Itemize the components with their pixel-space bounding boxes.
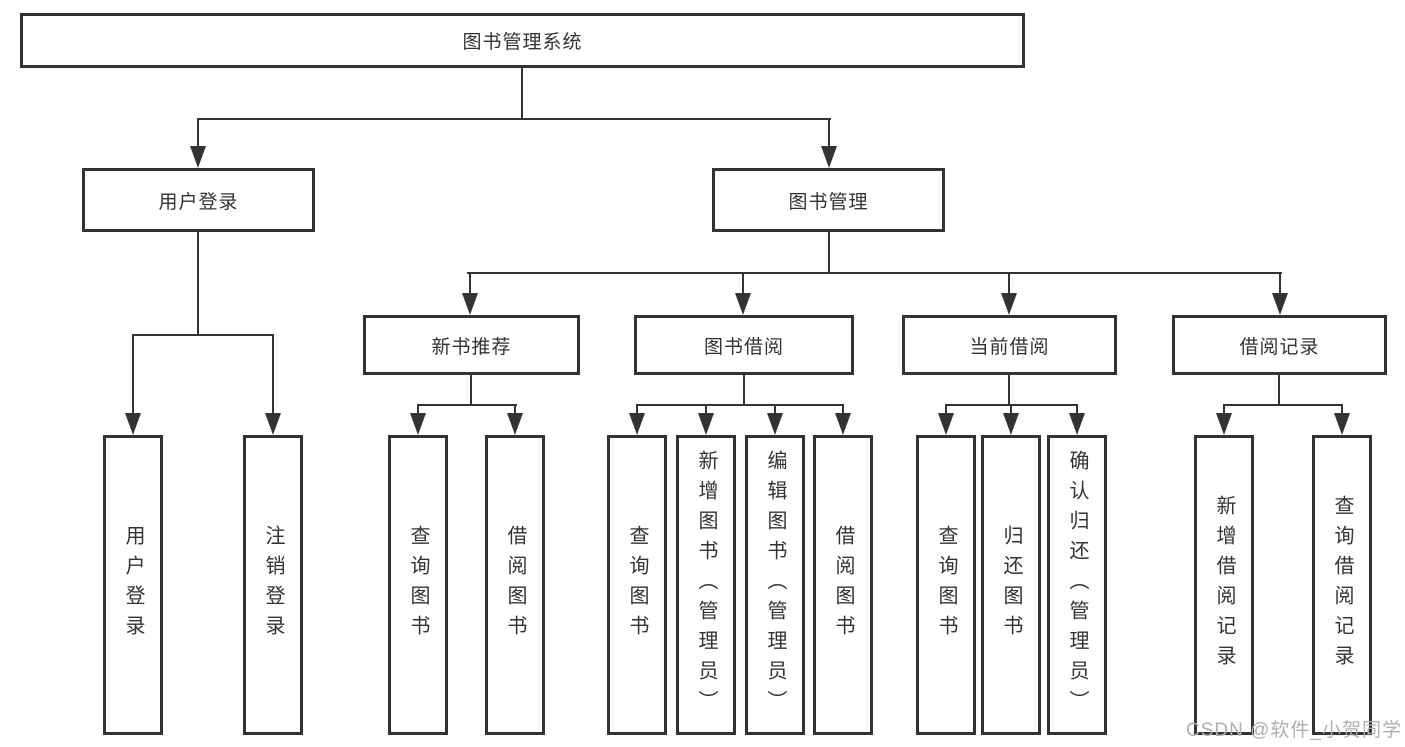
- node-book-management: 图书管理: [712, 168, 945, 232]
- node-current-borrowing: 当前借阅: [902, 315, 1117, 375]
- leaf-add-borrow-record: 新增借阅记录: [1194, 435, 1254, 735]
- connector-borrowing-stem: [743, 375, 745, 406]
- leaf-query-books-borrowing: 查询图书: [607, 435, 667, 735]
- arrowhead-leaf: [1216, 413, 1232, 435]
- leaf-label: 查询图书: [626, 525, 648, 645]
- arrowhead-leaf: [835, 413, 851, 435]
- connector-level1-rail: [197, 118, 831, 120]
- arrowhead-leaf: [698, 413, 714, 435]
- connector-borrowing-rail: [636, 404, 844, 406]
- arrowhead-borrowing: [735, 293, 751, 315]
- connector-leaf-logout-drop: [272, 334, 274, 416]
- leaf-confirm-return-admin: 确认归还（管理员）: [1047, 435, 1107, 735]
- leaf-query-books-current: 查询图书: [916, 435, 976, 735]
- connector-new-book-drop: [469, 272, 471, 296]
- connector-new-book-rail: [417, 404, 517, 406]
- connector-borrowing-drop: [742, 272, 744, 296]
- arrowhead-new-book: [462, 293, 478, 315]
- leaf-label: 新增借阅记录: [1213, 495, 1235, 675]
- node-borrowing-records: 借阅记录: [1172, 315, 1387, 375]
- node-label: 用户登录: [158, 191, 239, 213]
- node-label: 当前借阅: [969, 336, 1050, 358]
- leaf-query-books-recommend: 查询图书: [388, 435, 448, 735]
- arrowhead-leaf-user-login: [125, 413, 141, 435]
- connector-book-mgmt-stem: [828, 232, 830, 274]
- arrowhead-leaf: [1069, 413, 1085, 435]
- connector-leaf-drop: [842, 404, 844, 416]
- leaf-borrow-books-borrowing: 借阅图书: [813, 435, 873, 735]
- arrowhead-leaf: [507, 413, 523, 435]
- leaf-logout-login: 注销登录: [243, 435, 303, 735]
- connector-current-drop: [1008, 272, 1010, 296]
- connector-user-login-drop: [197, 118, 199, 148]
- connector-records-stem: [1278, 375, 1280, 406]
- leaf-label: 查询借阅记录: [1331, 495, 1353, 675]
- leaf-label: 查询图书: [407, 525, 429, 645]
- node-book-borrowing: 图书借阅: [634, 315, 854, 375]
- node-label: 图书管理: [788, 191, 869, 213]
- leaf-label: 新增图书（管理员）: [695, 450, 717, 720]
- watermark: CSDN @软件_小贺同学: [1186, 720, 1402, 741]
- connector-leaf-drop: [636, 404, 638, 416]
- leaf-label: 编辑图书（管理员）: [764, 450, 786, 720]
- arrowhead-leaf: [938, 413, 954, 435]
- leaf-query-borrow-record: 查询借阅记录: [1312, 435, 1372, 735]
- connector-leaf-drop: [1223, 404, 1225, 416]
- leaf-label: 注销登录: [262, 525, 284, 645]
- arrowhead-book-mgmt: [821, 146, 837, 168]
- connector-level2-rail: [467, 272, 1282, 274]
- leaf-label: 借阅图书: [832, 525, 854, 645]
- node-label: 图书管理系统: [462, 32, 583, 53]
- connector-new-book-stem: [470, 375, 472, 406]
- leaf-edit-book-admin: 编辑图书（管理员）: [745, 435, 805, 735]
- connector-current-stem: [1008, 375, 1010, 406]
- leaf-label: 查询图书: [935, 525, 957, 645]
- connector-book-mgmt-drop: [828, 118, 830, 148]
- arrowhead-leaf: [410, 413, 426, 435]
- arrowhead-records: [1272, 293, 1288, 315]
- node-user-login: 用户登录: [82, 168, 315, 232]
- node-label: 新书推荐: [431, 336, 512, 358]
- connector-user-login-stem: [197, 232, 199, 336]
- arrowhead-user-login: [190, 146, 206, 168]
- connector-leaf-drop: [514, 404, 516, 416]
- arrowhead-leaf-logout: [265, 413, 281, 435]
- leaf-label: 归还图书: [1000, 525, 1022, 645]
- connector-leaf-drop: [417, 404, 419, 416]
- leaf-label: 借阅图书: [504, 525, 526, 645]
- leaf-add-book-admin: 新增图书（管理员）: [676, 435, 736, 735]
- connector-leaf-drop: [1010, 404, 1012, 416]
- connector-root-stem: [521, 68, 523, 120]
- connector-records-rail: [1223, 404, 1343, 406]
- node-label: 借阅记录: [1239, 336, 1320, 358]
- arrowhead-leaf: [1334, 413, 1350, 435]
- connector-leaf-drop: [1341, 404, 1343, 416]
- node-library-management-system: 图书管理系统: [20, 13, 1025, 68]
- arrowhead-leaf: [629, 413, 645, 435]
- arrowhead-leaf: [767, 413, 783, 435]
- connector-leaf-drop: [945, 404, 947, 416]
- node-label: 图书借阅: [703, 336, 784, 358]
- connector-leaf-drop: [774, 404, 776, 416]
- arrowhead-current: [1001, 293, 1017, 315]
- leaf-borrow-books-recommend: 借阅图书: [485, 435, 545, 735]
- connector-leaf-user-login-drop: [132, 334, 134, 416]
- connector-leaf-drop: [1076, 404, 1078, 416]
- connector-user-login-rail: [132, 334, 274, 336]
- node-new-book-recommend: 新书推荐: [363, 315, 580, 375]
- arrowhead-leaf: [1003, 413, 1019, 435]
- leaf-user-login: 用户登录: [103, 435, 163, 735]
- leaf-label: 确认归还（管理员）: [1066, 450, 1088, 720]
- leaf-label: 用户登录: [122, 525, 144, 645]
- connector-records-drop: [1279, 272, 1281, 296]
- connector-leaf-drop: [705, 404, 707, 416]
- leaf-return-books: 归还图书: [981, 435, 1041, 735]
